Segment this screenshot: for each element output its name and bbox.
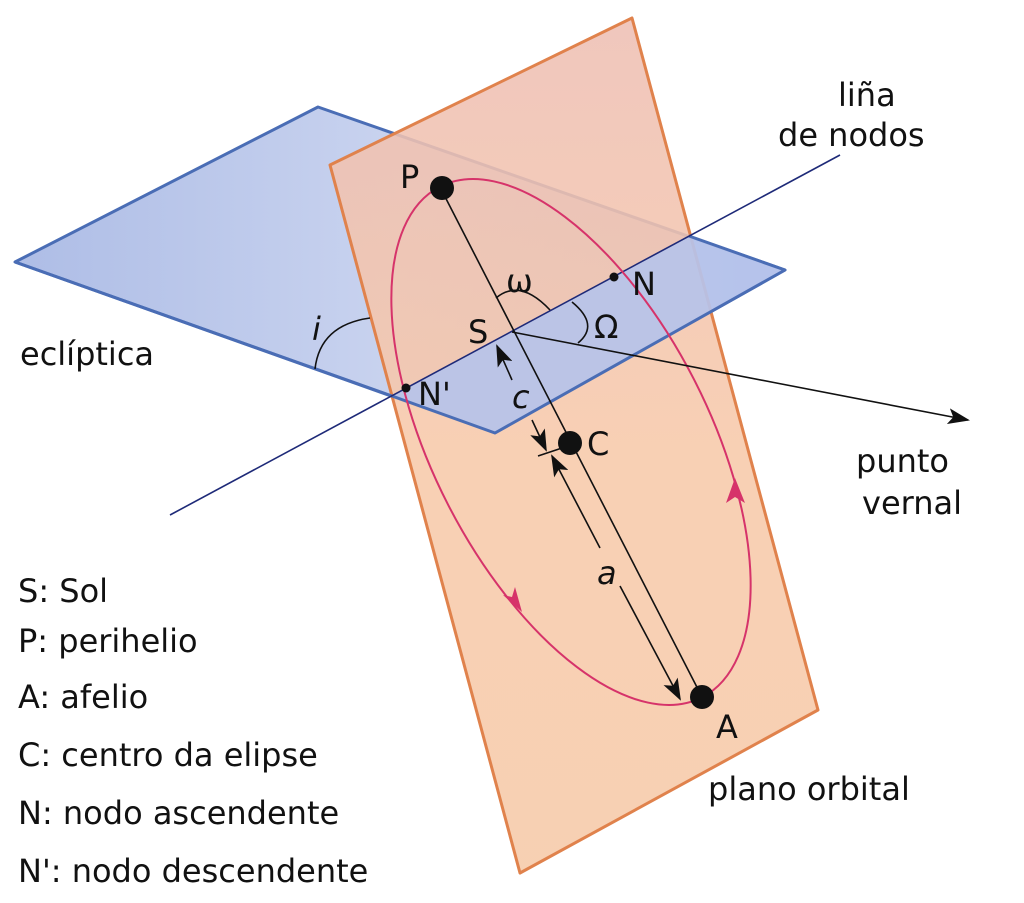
label-orbital-plane: plano orbital [708, 770, 910, 808]
omega-arc [495, 289, 551, 311]
legend-item: N: nodo ascendente [18, 794, 339, 832]
label-c: c [512, 378, 530, 416]
c-a-separator [537, 447, 563, 457]
legend: S: Sol P: perihelio A: afelio C: centro … [18, 572, 368, 890]
c-arrow-down [530, 419, 547, 452]
label-ecliptic: eclíptica [20, 335, 154, 373]
label-line-of-nodes-2: de nodos [778, 116, 925, 154]
orbit-arrow-up-icon [726, 478, 745, 503]
label-Omega: Ω [594, 308, 618, 346]
label-vernal-1: punto [856, 442, 949, 480]
ecliptic-plane-front [392, 236, 785, 433]
c-arrow-up [496, 344, 513, 381]
label-A: A [716, 708, 738, 746]
legend-item: A: afelio [18, 678, 148, 716]
label-vernal-2: vernal [862, 484, 962, 522]
a-arrow-down [619, 585, 681, 701]
label-omega: ω [506, 262, 533, 300]
legend-item: S: Sol [18, 572, 108, 610]
label-S: S [468, 313, 488, 351]
label-line-of-nodes-1: liña [838, 76, 896, 114]
legend-item: C: centro da elipse [18, 736, 318, 774]
label-inclination: i [312, 310, 321, 348]
line-of-nodes [169, 154, 841, 516]
label-C: C [587, 425, 609, 463]
label-N: N [632, 265, 656, 303]
Omega-arc [571, 301, 589, 344]
label-N-prime: N' [418, 375, 451, 413]
perihelion-point [430, 176, 454, 200]
legend-item: N': nodo descendente [18, 852, 368, 890]
a-arrow-up [551, 454, 601, 549]
inclination-arc [314, 317, 371, 370]
orbit-arrow-down-icon [503, 587, 522, 612]
aphelion-point [690, 685, 714, 709]
ecliptic-edge-front [391, 234, 787, 435]
descending-node-point [401, 383, 411, 393]
center-point [558, 431, 582, 455]
ascending-node-point [609, 272, 619, 282]
ecliptic-edge [14, 260, 393, 398]
label-a: a [597, 554, 617, 592]
legend-item: P: perihelio [18, 622, 198, 660]
vernal-direction-arrow [511, 331, 970, 425]
label-P: P [400, 158, 419, 196]
